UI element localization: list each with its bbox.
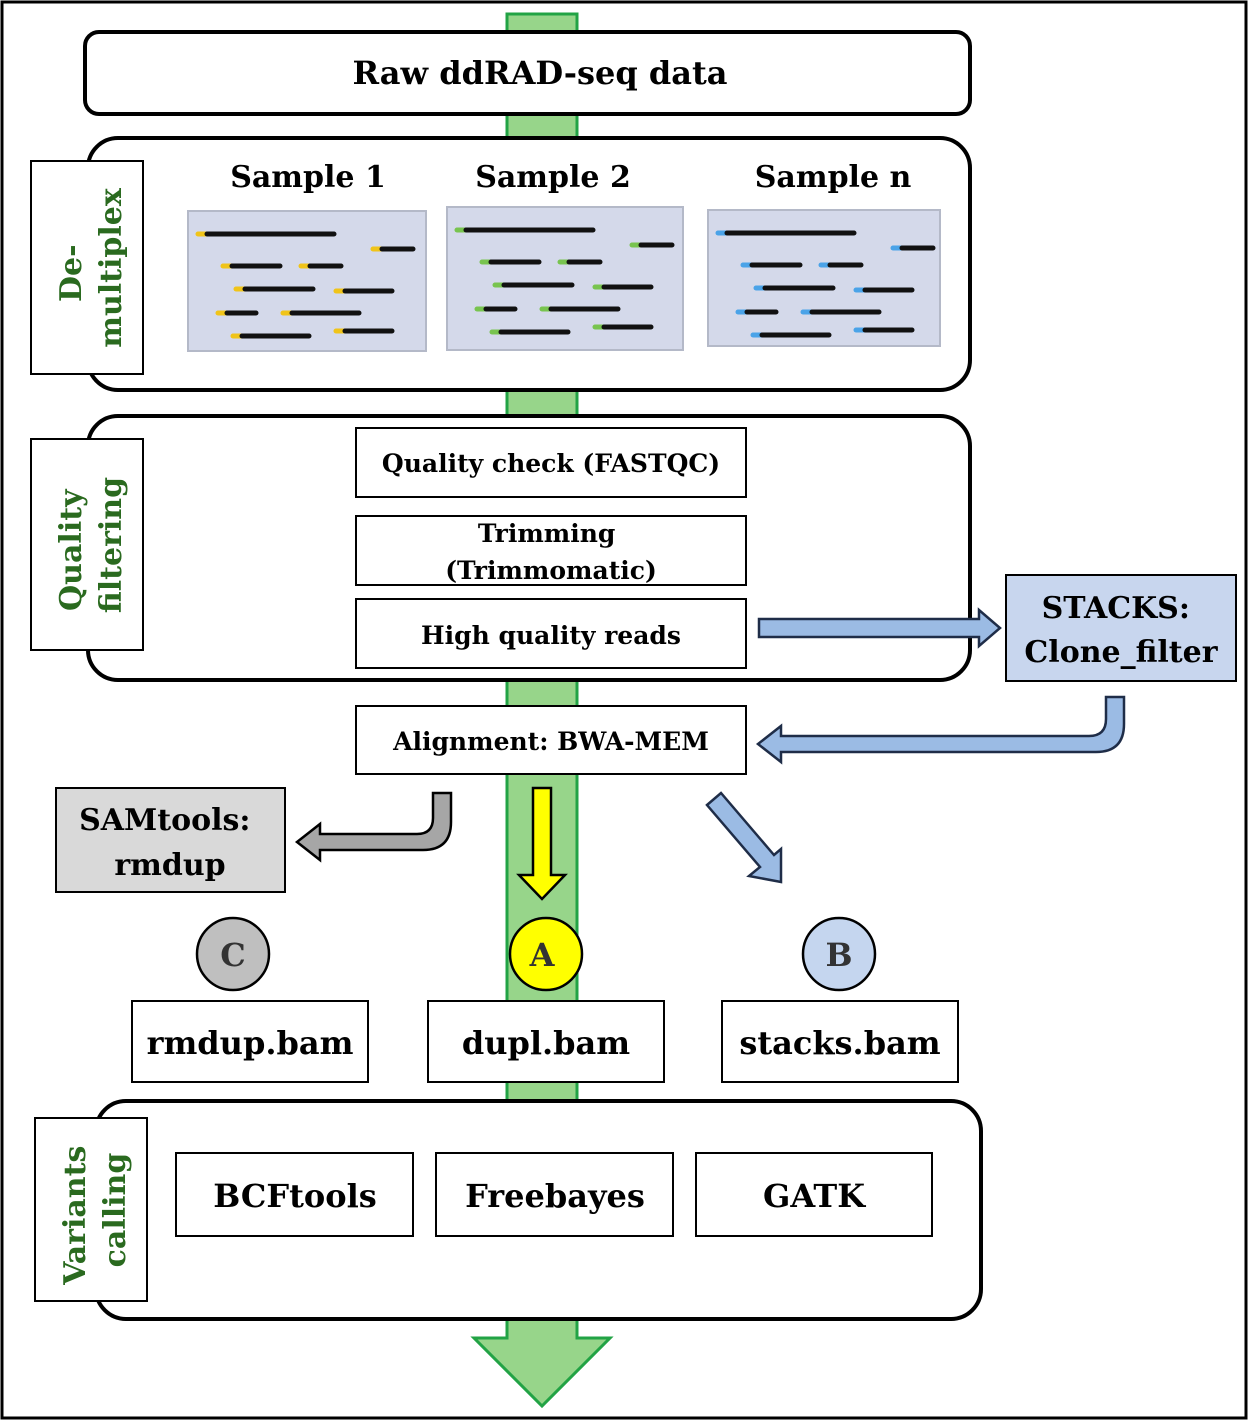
demultiplex-panel: De- multiplex Sample 1 Sample 2 Sample n: [30, 136, 972, 392]
sample-1-label: Sample 1: [230, 160, 386, 195]
pipeline-a-letter: A: [529, 936, 556, 974]
variants-label: Variants calling: [58, 1135, 133, 1286]
raw-data-box: Raw ddRAD-seq data: [83, 30, 972, 116]
quality-label-line1: Quality: [54, 488, 89, 611]
quality-label: Quality filtering: [54, 477, 129, 613]
alignment-step: Alignment: BWA-MEM: [392, 727, 709, 756]
sample-2-label: Sample 2: [475, 160, 631, 195]
demultiplex-label-line1: De-: [54, 244, 89, 302]
samtools-label: SAMtools: rmdup: [79, 803, 261, 883]
samtools-box: [55, 787, 286, 893]
pipeline-b-letter: B: [825, 936, 852, 974]
pipeline-b-file: stacks.bam: [739, 1024, 940, 1062]
to-pipeline-b-arrow: [705, 791, 783, 884]
stacks-line2: Clone_filter: [1024, 635, 1218, 670]
raw-data-title: Raw ddRAD-seq data: [352, 54, 727, 92]
to-stacks-arrow: [757, 607, 1002, 649]
trimming-step: Trimming (Trimmomatic): [445, 519, 657, 585]
demultiplex-label-line2: multiplex: [94, 187, 129, 348]
pipeline-c: C rmdup.bam: [131, 916, 369, 1083]
pipeline-b-badge: [801, 916, 877, 992]
trimming-line1: Trimming: [478, 519, 616, 548]
sample-n-label: Sample n: [755, 160, 912, 195]
pipeline-a-badge: [508, 916, 584, 992]
caller-gatk: GATK: [763, 1177, 866, 1215]
stacks-line1: STACKS:: [1042, 591, 1190, 626]
sample-n-reads: [707, 209, 941, 347]
quality-check-step: Quality check (FASTQC): [382, 449, 720, 478]
pipeline-c-letter: C: [220, 936, 245, 974]
pipeline-a: A dupl.bam: [427, 916, 665, 1083]
variants-label-line2: calling: [98, 1153, 133, 1268]
to-samtools-arrow: [294, 791, 453, 863]
pipeline-c-badge: [195, 916, 271, 992]
trimming-line2: (Trimmomatic): [445, 556, 657, 585]
to-pipeline-a-arrow: [516, 786, 568, 901]
pipeline-b: B stacks.bam: [721, 916, 959, 1083]
demultiplex-label: De- multiplex: [54, 187, 129, 348]
caller-freebayes: Freebayes: [465, 1177, 645, 1215]
samtools-line2: rmdup: [114, 848, 225, 883]
variants-panel: Variants calling BCFtools Freebayes GATK: [34, 1099, 983, 1321]
stacks-label: STACKS: Clone_filter: [1024, 591, 1218, 670]
pipeline-c-file: rmdup.bam: [147, 1024, 354, 1062]
quality-label-line2: filtering: [94, 477, 129, 613]
samtools-line1: SAMtools:: [79, 803, 250, 838]
caller-bcftools: BCFtools: [213, 1177, 376, 1215]
stacks-return-arrow: [755, 695, 1126, 765]
stacks-box: [1005, 574, 1237, 682]
variants-label-line1: Variants: [58, 1146, 93, 1286]
quality-panel: Quality filtering Quality check (FASTQC)…: [30, 414, 972, 682]
high-quality-step: High quality reads: [421, 621, 681, 650]
pipeline-a-file: dupl.bam: [462, 1024, 630, 1062]
